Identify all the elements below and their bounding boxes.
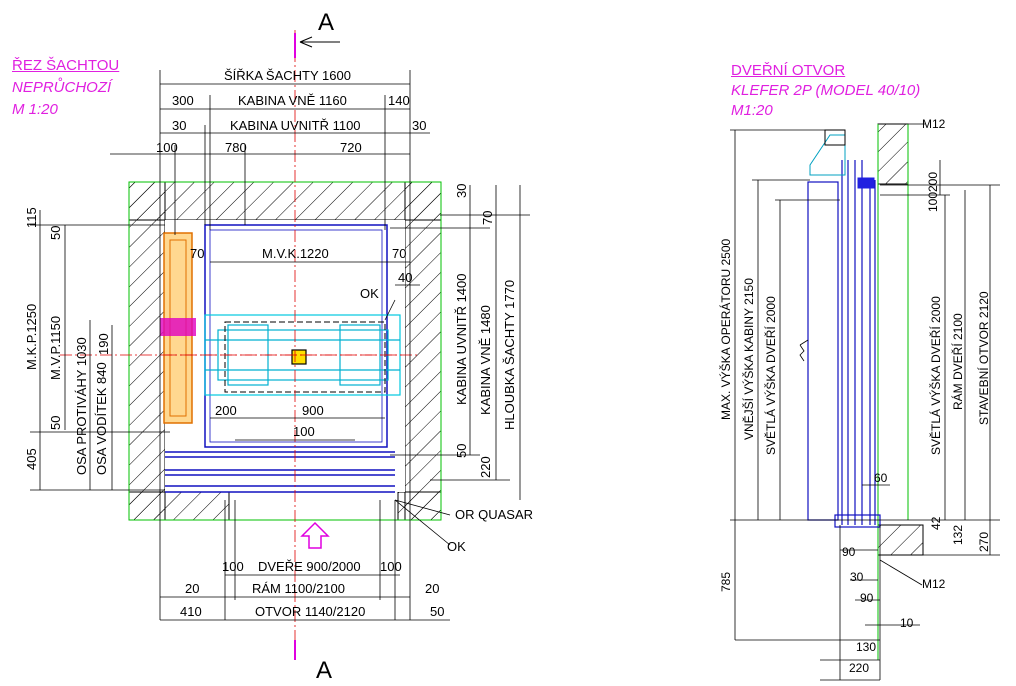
section-marker <box>294 33 340 660</box>
dim-frame: RÁM 1100/2100 <box>252 581 345 596</box>
dim-720: 720 <box>340 140 362 155</box>
shaft-section-view: ŠÍŘKA ŠACHTY 1600 300 KABINA VNĚ 1160 14… <box>24 9 533 684</box>
dim-door: DVEŘE 900/2000 <box>258 559 361 574</box>
dimension-labels-right: M12 200 100 MAX. VÝŠKA OPERÁTORU 2500 VN… <box>718 117 991 675</box>
dim-opening: OTVOR 1140/2120 <box>255 604 365 619</box>
dim-90b: 90 <box>860 591 874 605</box>
dim-50c: 50 <box>454 444 469 458</box>
dim-m12b: M12 <box>922 577 946 591</box>
dim-m12a: M12 <box>922 117 946 131</box>
left-view-subtitle: NEPRŮCHOZÍ <box>12 79 112 96</box>
dim-clear-door: SVĚTLÁ VÝŠKA DVEŘÍ 2000 <box>763 296 778 455</box>
entrance-arrow <box>300 521 330 549</box>
dim-mvp: M.V.P.1150 <box>48 316 63 380</box>
dim-shaft-depth: HLOUBKA ŠACHTY 1770 <box>502 280 517 430</box>
dim-405: 405 <box>24 448 39 470</box>
door-panels <box>807 160 881 528</box>
dim-osa-voditek: OSA VODÍTEK 840 <box>94 362 109 475</box>
dim-cabin-inner: KABINA UVNITŘ 1100 <box>230 118 361 133</box>
dim-max-operator: MAX. VÝŠKA OPERÁTORU 2500 <box>718 238 733 420</box>
dim-132: 132 <box>951 525 965 545</box>
dim-60: 60 <box>874 471 888 485</box>
dim-30b: 30 <box>412 118 426 133</box>
dimension-lines-right <box>730 123 1000 681</box>
dim-cab-out-depth: KABINA VNĚ 1480 <box>478 305 493 415</box>
dim-cab-in-depth: KABINA UVNITŘ 1400 <box>454 274 469 406</box>
dim-70a: 70 <box>190 246 204 261</box>
dim-40: 40 <box>398 270 412 285</box>
dim-100d: 100 <box>380 559 402 574</box>
dimension-lines <box>30 70 530 621</box>
dim-410: 410 <box>180 604 202 619</box>
dim-30c: 30 <box>454 184 469 198</box>
dim-220: 220 <box>849 661 869 675</box>
dim-190: 190 <box>96 333 111 355</box>
dim-140: 140 <box>388 93 410 108</box>
right-view-scale: M1:20 <box>731 102 773 119</box>
center-lines <box>60 30 420 660</box>
dim-70b: 70 <box>392 246 406 261</box>
label-or-quasar: OR QUASAR <box>455 507 533 522</box>
dim-100b: 100 <box>293 424 315 439</box>
right-view-subtitle: KLEFER 2P (MODEL 40/10) <box>731 82 921 99</box>
dim-20b: 20 <box>425 581 439 596</box>
dim-50b: 50 <box>48 416 63 430</box>
dim-door-frame: RÁM DVEŘÍ 2100 <box>950 313 965 410</box>
dim-270: 270 <box>977 532 991 552</box>
dim-70c: 70 <box>480 211 495 225</box>
dim-50a: 50 <box>48 226 63 240</box>
dim-shaft-width: ŠÍŘKA ŠACHTY 1600 <box>224 68 351 83</box>
dim-90a: 90 <box>842 545 856 559</box>
dim-300: 300 <box>172 93 194 108</box>
left-view-scale: M 1:20 <box>12 101 58 118</box>
dim-100c: 100 <box>222 559 244 574</box>
dim-115: 115 <box>24 207 39 228</box>
dim-20a: 20 <box>185 581 199 596</box>
right-view-title: DVEŘNÍ OTVOR <box>731 62 846 79</box>
counterweight <box>160 232 196 424</box>
dim-mvk: M.V.K.1220 <box>262 246 329 261</box>
section-label-top: A <box>318 9 334 36</box>
door-opening-view: M12 200 100 MAX. VÝŠKA OPERÁTORU 2500 VN… <box>718 117 1000 681</box>
dim-50d: 50 <box>430 604 444 619</box>
section-label-bottom: A <box>316 657 332 684</box>
dim-building-opening: STAVEBNÍ OTVOR 2120 <box>976 291 991 425</box>
dim-mkp: M.K.P.1250 <box>24 304 39 370</box>
dim-cabin-outer: KABINA VNĚ 1160 <box>238 93 347 108</box>
dim-30a: 30 <box>172 118 186 133</box>
label-ok-1: OK <box>360 286 379 301</box>
dim-785: 785 <box>719 572 733 592</box>
dim-outer-cabin: VNĚJŠÍ VÝŠKA KABINY 2150 <box>741 278 756 440</box>
dim-130: 130 <box>856 640 876 654</box>
left-view-title: ŘEZ ŠACHTOU <box>12 57 120 74</box>
dim-200: 200 <box>215 403 237 418</box>
dim-100: 100 <box>156 140 178 155</box>
dim-10: 10 <box>900 616 914 630</box>
dim-220: 220 <box>478 456 493 478</box>
dim-780: 780 <box>225 140 247 155</box>
dim-200: 200 <box>926 172 940 192</box>
dim-osa-protivahy: OSA PROTIVÁHY 1030 <box>74 337 89 475</box>
shaft-outline <box>128 181 442 521</box>
dim-900: 900 <box>302 403 324 418</box>
label-ok-2: OK <box>447 539 466 554</box>
dim-clear-door-2: SVĚTLÁ VÝŠKA DVEŘÍ 2000 <box>928 296 943 455</box>
dim-100: 100 <box>926 192 940 212</box>
door-operator <box>809 129 875 189</box>
dimension-labels-left: ŠÍŘKA ŠACHTY 1600 300 KABINA VNĚ 1160 14… <box>24 68 533 619</box>
dim-30: 30 <box>850 570 864 584</box>
dim-42: 42 <box>929 516 943 530</box>
